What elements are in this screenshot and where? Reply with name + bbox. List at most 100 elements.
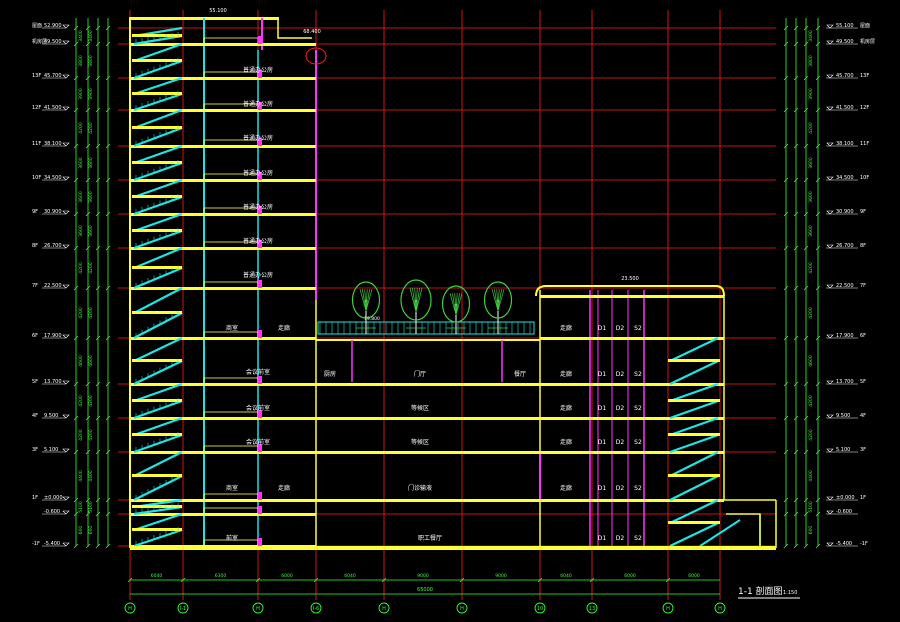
axis-bubble: H xyxy=(662,602,674,614)
level-name: 6F xyxy=(32,333,38,339)
column-cap xyxy=(258,506,262,514)
tree-branch xyxy=(415,287,418,313)
bay-tick xyxy=(255,577,261,583)
level-name: 机房层 xyxy=(32,38,47,45)
level-symbol xyxy=(826,448,834,453)
axis-label: H xyxy=(460,606,464,612)
dim-tick xyxy=(783,25,789,31)
axis-circle xyxy=(714,602,726,614)
level-symbol xyxy=(62,142,70,147)
dim-tick xyxy=(803,177,809,183)
level-name: 1F xyxy=(32,495,38,501)
level-elev: -0.600 xyxy=(44,509,60,515)
dim-tick xyxy=(73,107,79,113)
level-elev: -0.600 xyxy=(836,509,852,515)
dim-tick xyxy=(105,177,111,183)
room-labels: 普通办公房普通办公房普通办公房普通办公房普通办公房普通办公房普通办公房商室走廊会… xyxy=(226,66,642,542)
stair-flight xyxy=(669,499,719,547)
level-name: 1F xyxy=(860,495,866,501)
floor-slab xyxy=(130,247,316,250)
dim-tick xyxy=(815,381,821,387)
level-elev: 52.900 xyxy=(44,23,62,29)
dim-tick xyxy=(85,211,91,217)
floor-height-dim: 4200 xyxy=(88,429,94,441)
dim-tick xyxy=(803,75,809,81)
level-elev: 30.900 xyxy=(44,209,62,215)
dim-tick xyxy=(815,497,821,503)
top-elevation-label: 55.100 xyxy=(209,8,227,14)
dim-tick xyxy=(783,381,789,387)
floor-height-dim: 3600 xyxy=(78,157,84,169)
dim-tick xyxy=(783,75,789,81)
level-symbol xyxy=(62,380,70,385)
level-name: 11F xyxy=(860,141,869,147)
bay-tick xyxy=(180,577,186,583)
level-elev: ±0.000 xyxy=(44,495,63,501)
axis-circle xyxy=(177,602,189,614)
level-symbol xyxy=(62,334,70,339)
axis-label: I-1 xyxy=(180,606,186,612)
axis-bubble: H xyxy=(378,602,390,614)
axis-circle xyxy=(124,602,136,614)
dim-tick xyxy=(73,211,79,217)
dim-tick xyxy=(815,285,821,291)
bay-dimension: 6000 xyxy=(624,573,636,579)
tree-branch xyxy=(455,293,463,315)
floor-height-dim: 5100 xyxy=(78,501,84,513)
level-elev: -5.400 xyxy=(836,541,852,547)
floor-height-dim: 4600 xyxy=(88,355,94,367)
dim-tick xyxy=(793,107,799,113)
stair-landing xyxy=(132,229,182,232)
dim-tick xyxy=(105,211,111,217)
stair-landing xyxy=(668,521,720,524)
floor-slab xyxy=(130,337,316,340)
level-name: 11F xyxy=(32,141,41,147)
room-label-s2: S2 xyxy=(634,485,642,492)
floor-height-dim: 3600 xyxy=(88,191,94,203)
room-label-office: 普通办公房 xyxy=(243,100,273,108)
dim-tick xyxy=(95,41,101,47)
column-cap xyxy=(258,206,262,214)
dim-tick xyxy=(783,285,789,291)
dim-tick xyxy=(803,497,809,503)
column-cap xyxy=(258,240,262,248)
dim-tick xyxy=(85,381,91,387)
axis-circle xyxy=(252,602,264,614)
dim-tick xyxy=(73,75,79,81)
dim-tick xyxy=(95,107,101,113)
column-cap xyxy=(258,330,262,338)
room-label-corridor: 走廊 xyxy=(560,324,572,332)
level-name: 13F xyxy=(860,73,869,79)
floor-height-dim: 3400 xyxy=(78,30,84,42)
axis-circle xyxy=(378,602,390,614)
bay-dimension: 9000 xyxy=(495,573,507,579)
dim-tick xyxy=(85,415,91,421)
floor-height-dim: 3800 xyxy=(808,55,814,67)
tree xyxy=(351,281,381,334)
axis-circle xyxy=(662,602,674,614)
drawing-title: 1-1 剖面图 xyxy=(738,585,783,597)
axis-circle xyxy=(310,602,322,614)
level-symbol xyxy=(62,106,70,111)
dim-tick xyxy=(105,415,111,421)
floor-slab xyxy=(130,417,316,420)
dim-tick xyxy=(105,41,111,47)
dim-tick xyxy=(105,25,111,31)
room-label-office: 普通办公房 xyxy=(243,203,273,211)
level-symbol xyxy=(62,284,70,289)
floor-slab xyxy=(130,43,316,46)
level-elev: 5.100 xyxy=(44,447,58,453)
level-elev: 9.500 xyxy=(44,413,58,419)
level-elev: 55.100 xyxy=(836,23,854,29)
floor-height-dim: 5100 xyxy=(808,501,814,513)
floor-height-dim: 4200 xyxy=(78,262,84,274)
level-symbol xyxy=(62,448,70,453)
tree-branch xyxy=(359,289,367,311)
dim-tick xyxy=(803,245,809,251)
dim-tick xyxy=(803,381,809,387)
dim-tick xyxy=(783,511,789,517)
